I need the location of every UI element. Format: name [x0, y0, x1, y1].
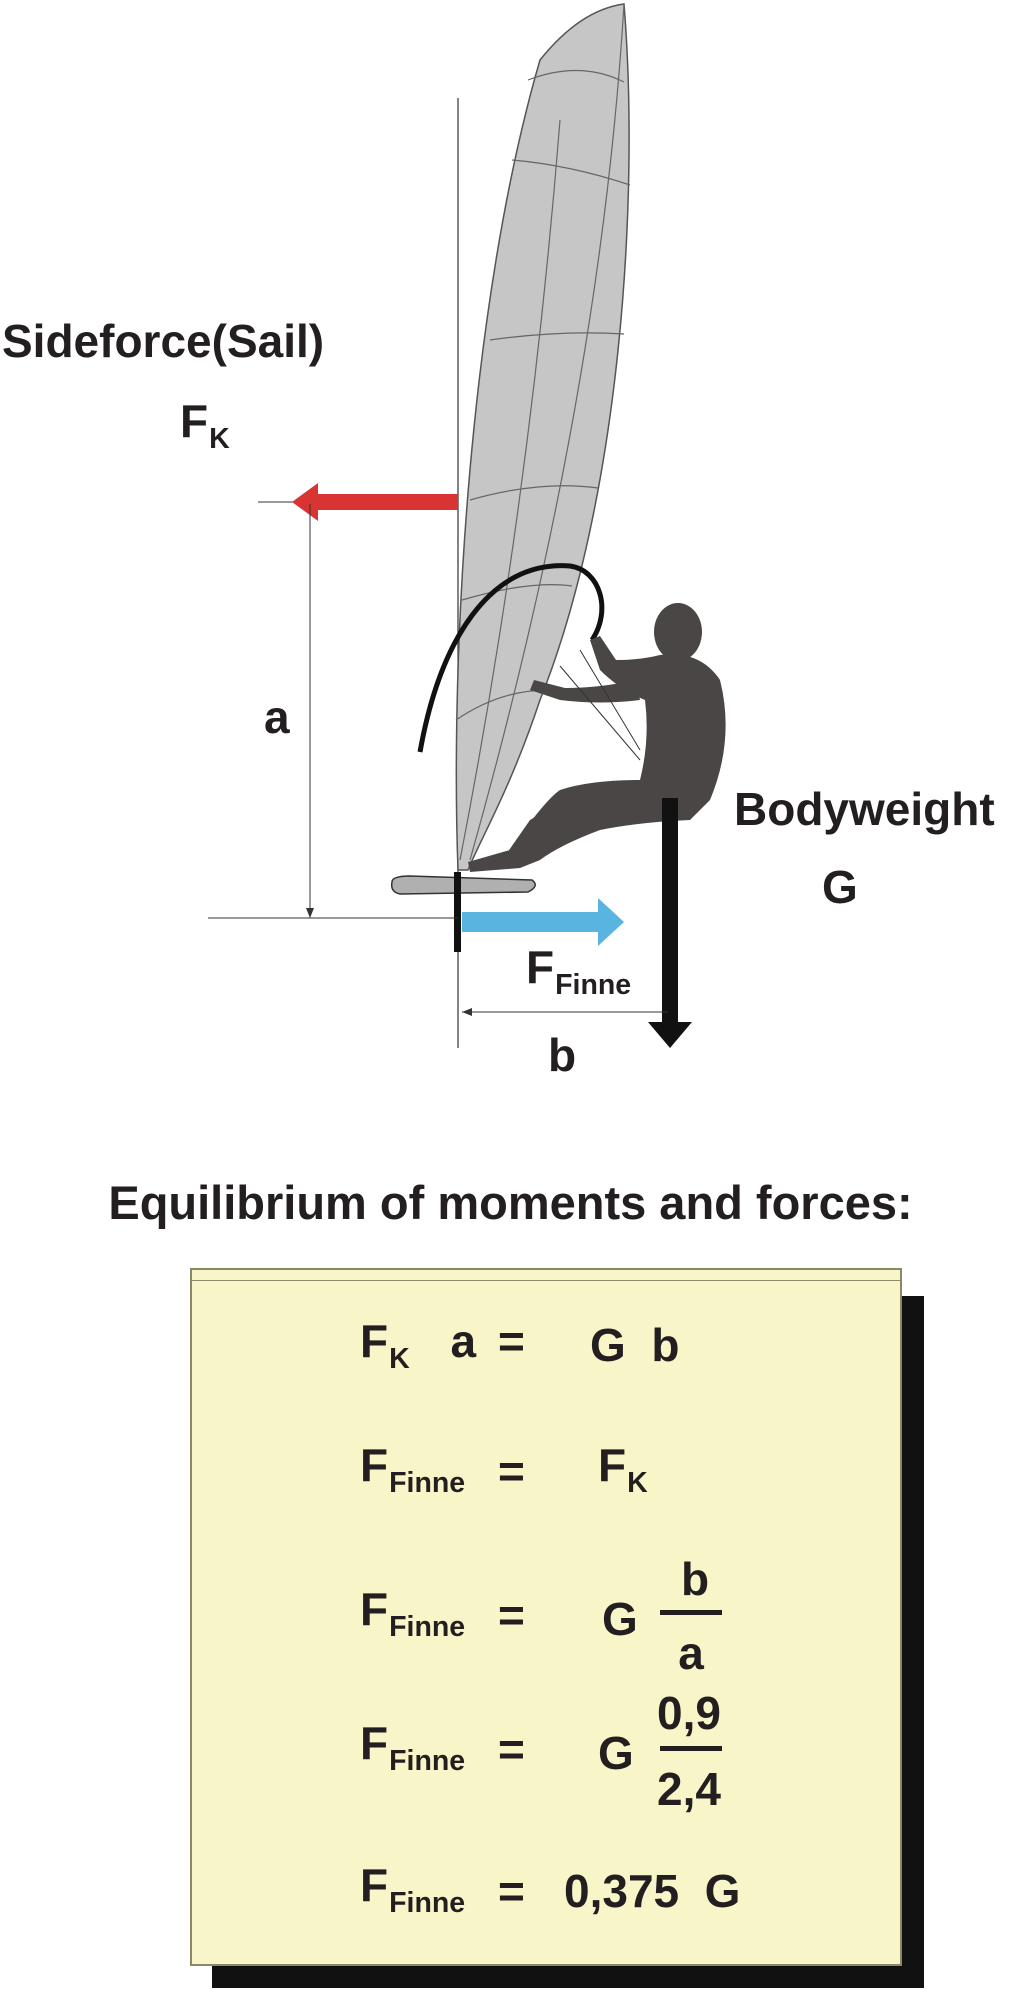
fk-label-sub: K — [209, 422, 230, 455]
equation-2-rhs-sub: K — [627, 1466, 648, 1499]
equilibrium-title: Equilibrium of moments and forces: — [108, 1176, 913, 1229]
equation-4-denominator: 2,4 — [657, 1763, 721, 1815]
equation-2-equals: = — [498, 1445, 525, 1497]
fk-label-main: F — [180, 395, 209, 447]
bodyweight-arrow-shaft — [662, 798, 678, 1022]
sideforce-arrow — [292, 483, 458, 521]
dimension-b-arrowhead — [462, 1008, 472, 1016]
equation-1-lhs-sub: K — [389, 1342, 410, 1375]
equation-2-lhs-main: F — [360, 1439, 389, 1491]
equation-5-lhs-sub: Finne — [389, 1886, 466, 1919]
equation-3-lhs-main: F — [360, 1583, 389, 1635]
fin-force-arrow — [462, 898, 624, 946]
bodyweight-label: Bodyweight — [734, 783, 995, 835]
equation-3-rhs: G — [602, 1593, 638, 1645]
dimension-a-label: a — [264, 691, 290, 743]
sailor-silhouette — [468, 603, 726, 872]
equation-1-lhs-main: F — [360, 1315, 389, 1367]
equation-4-rhs: G — [598, 1727, 634, 1779]
equation-3-lhs: FFinne — [360, 1583, 465, 1641]
equation-1-lhs: FK a — [360, 1315, 477, 1373]
equation-box-top-line — [192, 1280, 900, 1281]
ffinne-label-main: F — [526, 941, 555, 993]
fk-label: FK — [180, 395, 230, 453]
equation-2-lhs-sub: Finne — [389, 1466, 466, 1499]
equation-4-fraction-bar — [660, 1746, 722, 1751]
equation-2-lhs: FFinne — [360, 1439, 465, 1497]
equation-3-equals: = — [498, 1589, 525, 1641]
equation-5-equals: = — [498, 1865, 525, 1917]
equation-3-lhs-sub: Finne — [389, 1610, 466, 1643]
boom — [417, 563, 605, 753]
g-label: G — [822, 861, 858, 913]
equation-4-lhs: FFinne — [360, 1717, 465, 1775]
board — [390, 875, 536, 895]
bodyweight-arrowhead — [648, 1022, 692, 1048]
equation-5-lhs-main: F — [360, 1859, 389, 1911]
windsurf-force-diagram — [208, 3, 726, 1048]
equation-2-rhs-main: F — [598, 1439, 627, 1491]
equation-4-equals: = — [498, 1723, 525, 1775]
equation-1-lhs-extra: a — [450, 1315, 477, 1367]
equation-3-numerator: b — [680, 1553, 710, 1605]
equation-4-lhs-main: F — [360, 1717, 389, 1769]
sail-battens — [455, 3, 631, 861]
equation-5-lhs: FFinne — [360, 1859, 465, 1917]
fin — [454, 872, 461, 952]
ffinne-label-sub: Finne — [555, 968, 632, 1001]
sideforce-label: Sideforce(Sail) — [2, 315, 325, 367]
equation-1-equals: = — [498, 1315, 525, 1367]
equation-4-lhs-sub: Finne — [389, 1744, 466, 1777]
equation-1-rhs: G b — [590, 1319, 680, 1371]
equation-5-rhs: 0,375 G — [564, 1865, 741, 1917]
dimension-a-arrowhead — [306, 908, 314, 918]
equation-3-fraction-bar — [660, 1610, 722, 1615]
equation-3-denominator: a — [678, 1627, 704, 1679]
ffinne-label: FFinne — [526, 941, 631, 999]
harness-lines — [559, 649, 641, 761]
equation-box: FK a = G b FFinne = FK FFinne = G b a FF… — [190, 1268, 902, 1966]
equation-4-numerator: 0,9 — [657, 1687, 721, 1739]
dimension-b-label: b — [548, 1029, 577, 1081]
equation-2-rhs: FK — [598, 1439, 648, 1497]
